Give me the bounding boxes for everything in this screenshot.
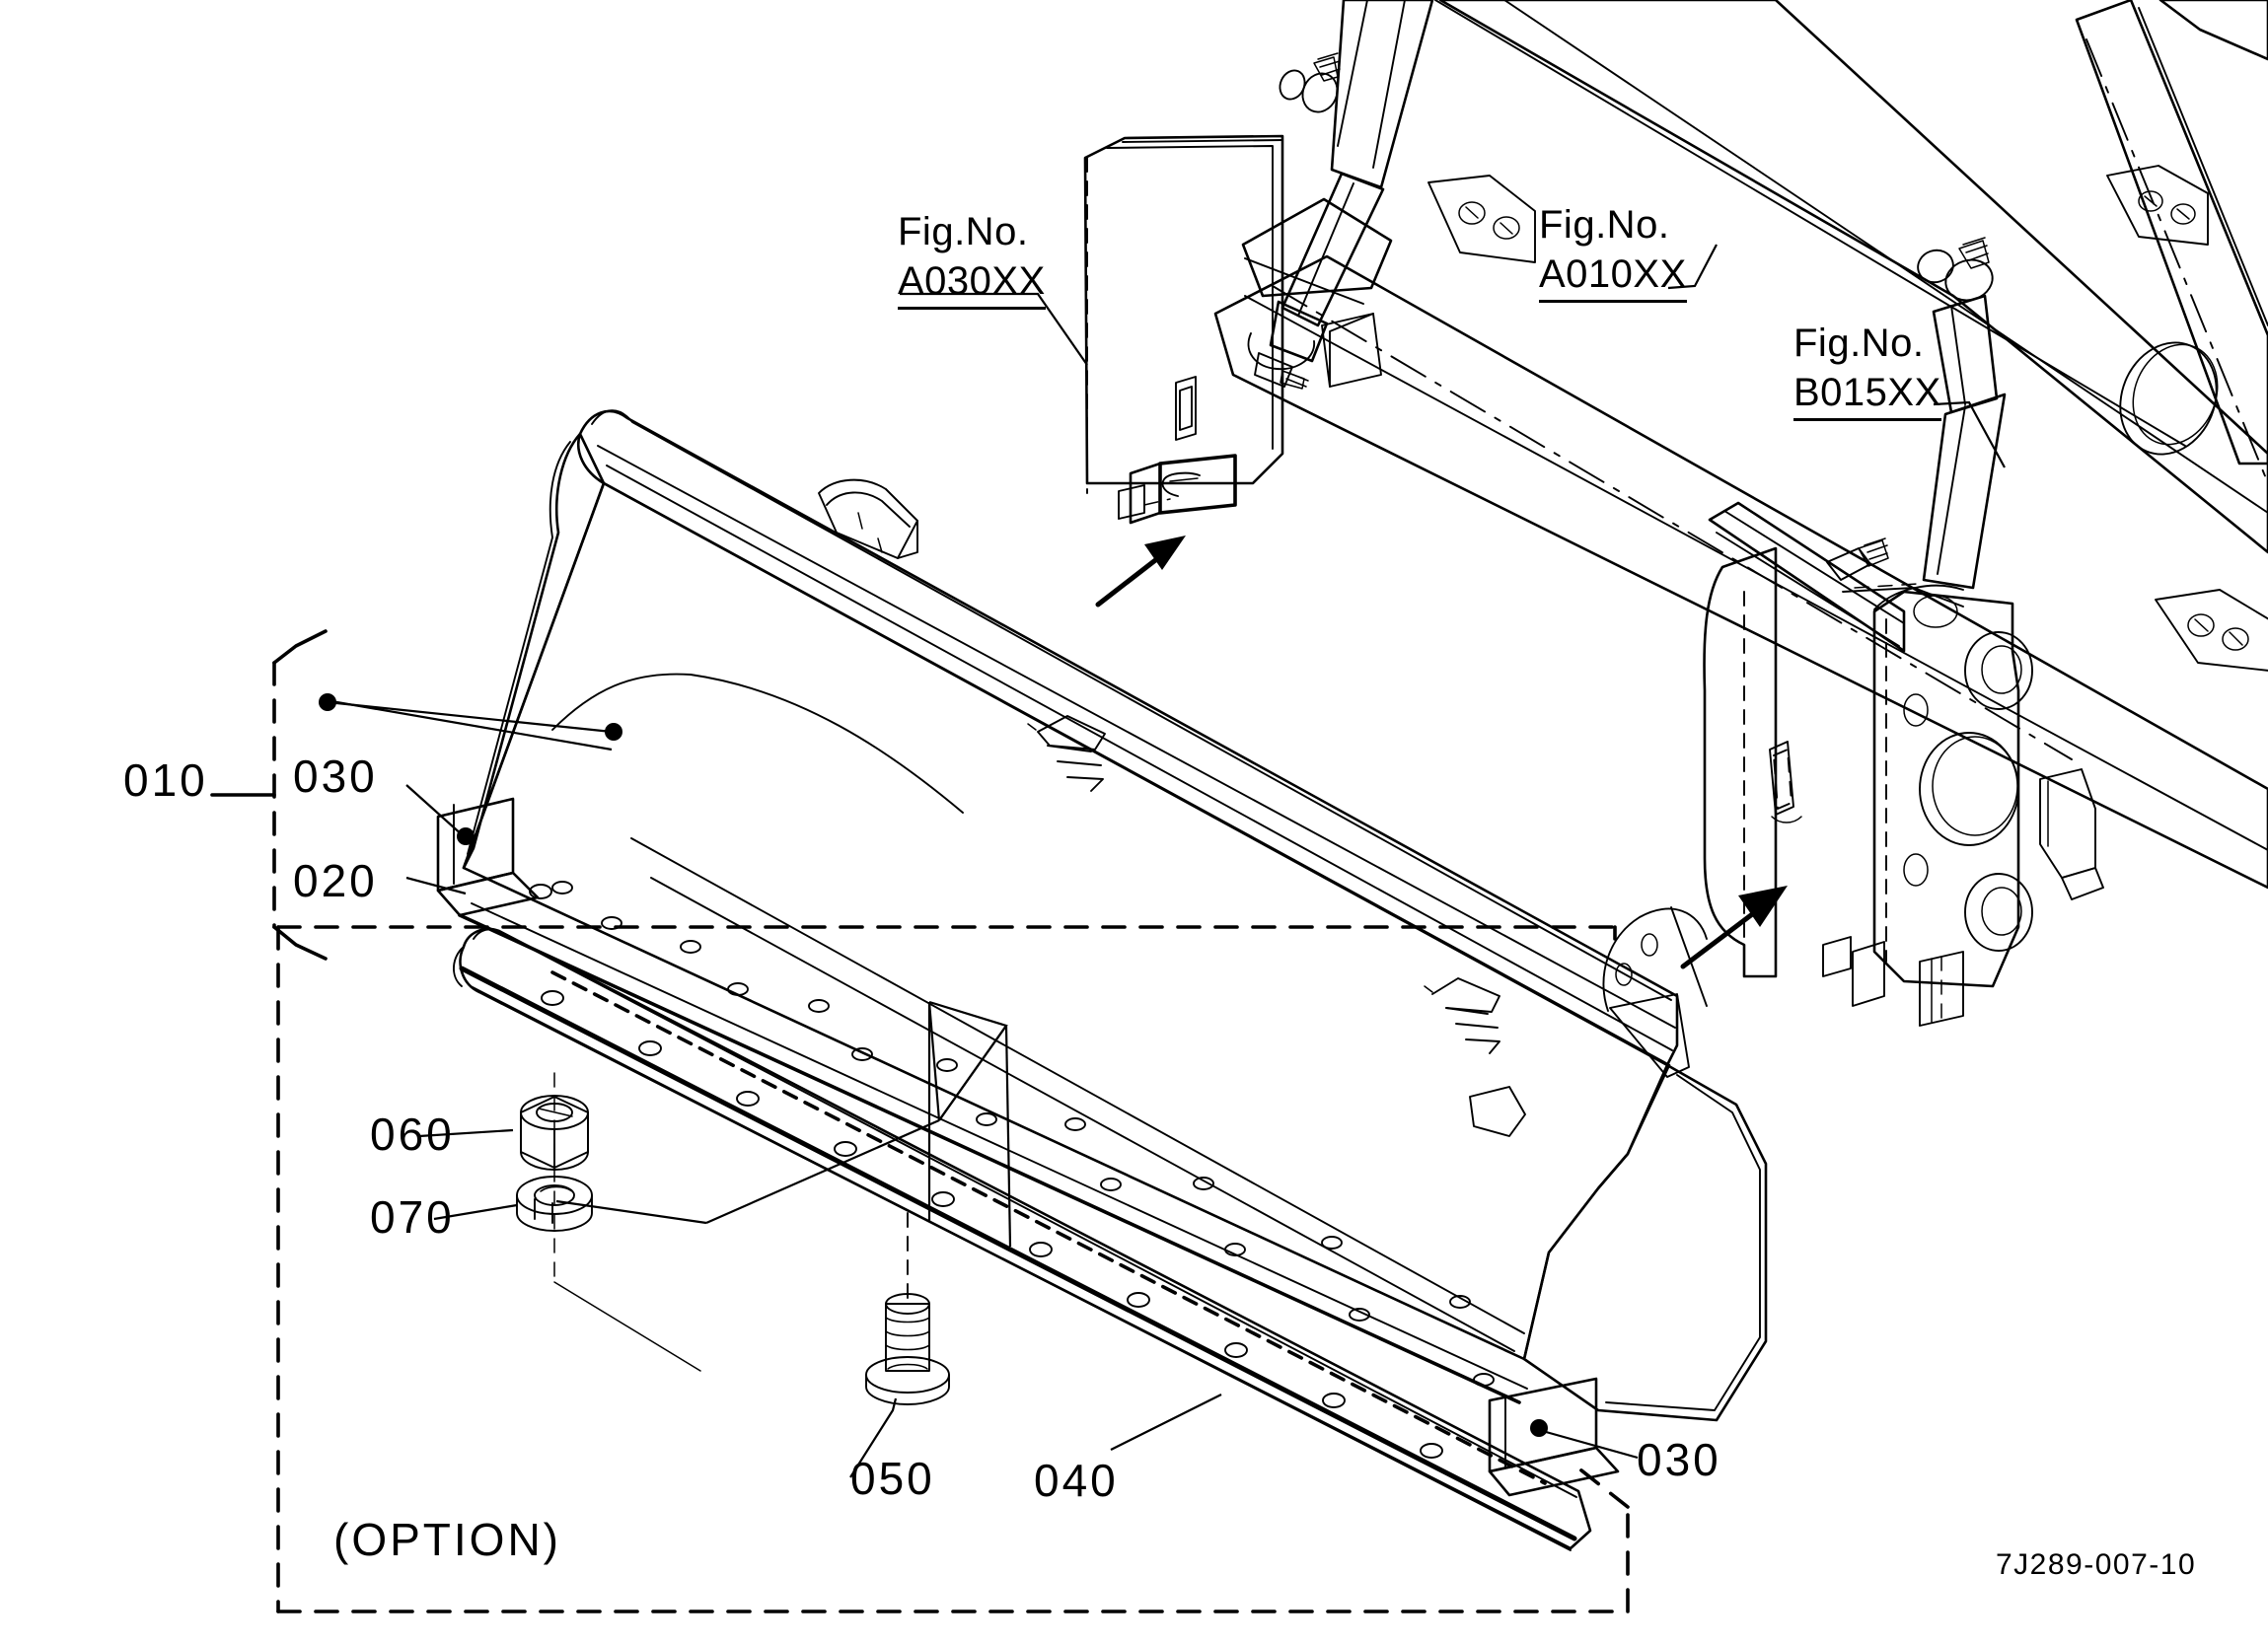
drawing-number: 7J289-007-10 <box>1996 1548 2197 1581</box>
callout-010: 010 <box>123 754 208 806</box>
bucket-logo-emboss-2 <box>1424 977 1500 1054</box>
cutting-edge-blade <box>453 916 1592 1551</box>
callout-070: 070 <box>370 1191 455 1243</box>
fig-ref-b015xx-line1: Fig.No. <box>1793 322 1925 365</box>
leader-fig-a030xx <box>900 292 1088 366</box>
hex-bolt-part <box>865 1212 950 1405</box>
leader-040-vert-2 <box>1004 1025 1012 1248</box>
callout-050: 050 <box>850 1453 935 1504</box>
leader-040 <box>1110 1394 1222 1451</box>
leader-fig-b015xx <box>1933 400 2006 468</box>
callout-030-left: 030 <box>293 751 378 802</box>
loader-mount-bracket <box>1703 237 2104 1027</box>
option-boundary-box <box>276 925 1630 1613</box>
callout-020: 020 <box>293 855 378 906</box>
callout-030-right: 030 <box>1637 1434 1721 1485</box>
leader-fig-a010xx <box>1667 244 1718 290</box>
leader-030-right <box>1538 1428 1639 1460</box>
fig-ref-a030xx: Fig.No. A030XX <box>898 207 1046 310</box>
leader-060 <box>418 1128 514 1138</box>
leader-010-bucket <box>327 700 613 734</box>
bucket-lip-holes <box>551 881 1471 1309</box>
lock-washer-part <box>516 1176 593 1232</box>
fig-ref-b015xx-line2: B015XX <box>1793 368 1941 421</box>
leader-070 <box>433 1203 518 1221</box>
fig-ref-a010xx-line1: Fig.No. <box>1539 203 1670 247</box>
leader-020-to-bucket <box>325 698 613 751</box>
callout-060: 060 <box>370 1109 455 1160</box>
leader-050 <box>849 1397 898 1478</box>
fig-ref-a010xx: Fig.No. A010XX <box>1539 200 1687 303</box>
leader-030-left <box>405 784 465 837</box>
fig-ref-a030xx-line1: Fig.No. <box>898 210 1029 253</box>
fig-ref-a010xx-line2: A010XX <box>1539 250 1687 303</box>
assembly-arrow-left <box>1095 536 1186 608</box>
bucket-assembly <box>436 409 1768 1497</box>
quick-attach-panel <box>1083 134 1284 525</box>
fig-ref-b015xx: Fig.No. B015XX <box>1793 319 1941 421</box>
fastener-centerline-lead <box>553 1281 701 1372</box>
assembly-group-bracket <box>210 629 328 961</box>
callout-040: 040 <box>1034 1455 1119 1506</box>
loader-boom-assembly <box>1213 0 2268 890</box>
assembly-arrow-right <box>1680 886 1788 969</box>
bucket-logo-emboss <box>1027 715 1106 792</box>
leader-dot-bucket <box>605 723 622 741</box>
fig-ref-a030xx-line2: A030XX <box>898 256 1046 310</box>
leader-030-right-lower <box>405 876 467 895</box>
option-label: (OPTION) <box>333 1514 561 1565</box>
